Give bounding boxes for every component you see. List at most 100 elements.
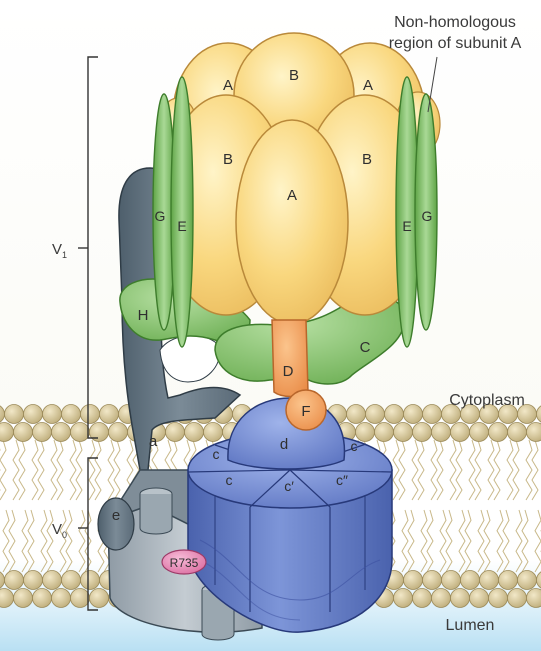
lipid-head [43,571,62,590]
annotation-v1-sub: 1 [62,250,67,260]
lipid-head [451,423,470,442]
lipid-head [489,423,508,442]
lipid-tail [70,440,76,500]
lipid-tail [51,440,57,500]
label-c-prime: c′ [284,478,294,494]
label-d-stalk: D [283,363,294,380]
lipid-head [62,405,81,424]
lipid-head [442,571,461,590]
lipid-tail [431,440,437,500]
lipid-head [52,423,71,442]
label-d-dome: d [280,436,288,453]
label-a-top-left: A [223,77,233,94]
lipid-head [385,405,404,424]
lipid-head [394,589,413,608]
annotation-v1-main: V [52,241,62,258]
lipid-tail [19,440,25,500]
lipid-head [489,589,508,608]
lipid-head [470,423,489,442]
label-c-double-prime: c″ [336,472,348,488]
label-e-right: E [402,218,411,234]
lipid-head [52,589,71,608]
label-c-top-left: c [213,446,220,462]
lipid-head [81,571,100,590]
label-g-right: G [422,208,433,224]
lipid-head [499,571,518,590]
lipid-tail [456,440,462,500]
label-f: F [301,403,310,420]
lipid-head [508,423,527,442]
lipid-head [71,589,90,608]
label-c-green: C [360,339,371,356]
lipid-head [33,589,52,608]
label-b-left: B [223,151,233,168]
lipid-head [404,405,423,424]
lipid-tail [412,440,418,500]
lipid-tail [526,440,532,500]
lipid-head [14,423,33,442]
lipid-head [90,589,109,608]
lipid-tail [114,440,120,500]
lipid-tail [532,440,538,500]
lipid-tail [437,440,443,500]
lipid-head [5,571,24,590]
lipid-tail [494,440,500,500]
lipid-head [33,423,52,442]
lipid-head [100,405,119,424]
lipid-head [432,589,451,608]
lipid-head [423,571,442,590]
annotation-v0-sub: 0 [62,530,67,540]
lipid-head [5,405,24,424]
label-g-left: G [155,208,166,224]
lipid-head [204,423,223,442]
lipid-tail [89,440,95,500]
annotation-v0-main: V [52,521,62,538]
lipid-head [356,423,375,442]
lipid-head [480,571,499,590]
lipid-head [62,571,81,590]
lipid-head [366,405,385,424]
lipid-tail [95,440,101,500]
label-r735: R735 [170,556,199,570]
lipid-head [423,405,442,424]
lipid-tail [507,440,513,500]
lipid-head [24,405,43,424]
lipid-head [470,589,489,608]
lipid-tail [108,440,114,500]
annotation-non-homologous-line1: Non-homologous [394,14,516,31]
lipid-head [71,423,90,442]
lipid-tail [450,440,456,500]
lipid-head [451,589,470,608]
lipid-head [24,571,43,590]
lipid-head [394,423,413,442]
lipid-tail [418,440,424,500]
lipid-head [527,423,541,442]
label-c-left: c [226,472,233,488]
subunit-e [98,498,134,550]
subunit-a-center [236,120,348,324]
lipid-head [404,571,423,590]
subunit-D-stalk [272,320,308,397]
label-b-right: B [362,151,372,168]
label-e-small: e [112,507,120,524]
lipid-tail [32,440,38,500]
lipid-head [508,589,527,608]
lipid-head [0,423,14,442]
lipid-head [432,423,451,442]
label-h: H [138,307,149,324]
lipid-head [81,405,100,424]
label-a-top-right: A [363,77,373,94]
lipid-head [185,423,204,442]
lipid-tail [0,440,6,500]
label-e-left: E [177,218,186,234]
lipid-head [43,405,62,424]
lipid-tail [76,440,82,500]
lipid-tail [57,440,63,500]
lipid-head [518,571,537,590]
lipid-tail [513,440,519,500]
lipid-head [347,405,366,424]
lipid-head [109,423,128,442]
lipid-head [461,571,480,590]
annotation-v0: V0 [52,521,67,540]
